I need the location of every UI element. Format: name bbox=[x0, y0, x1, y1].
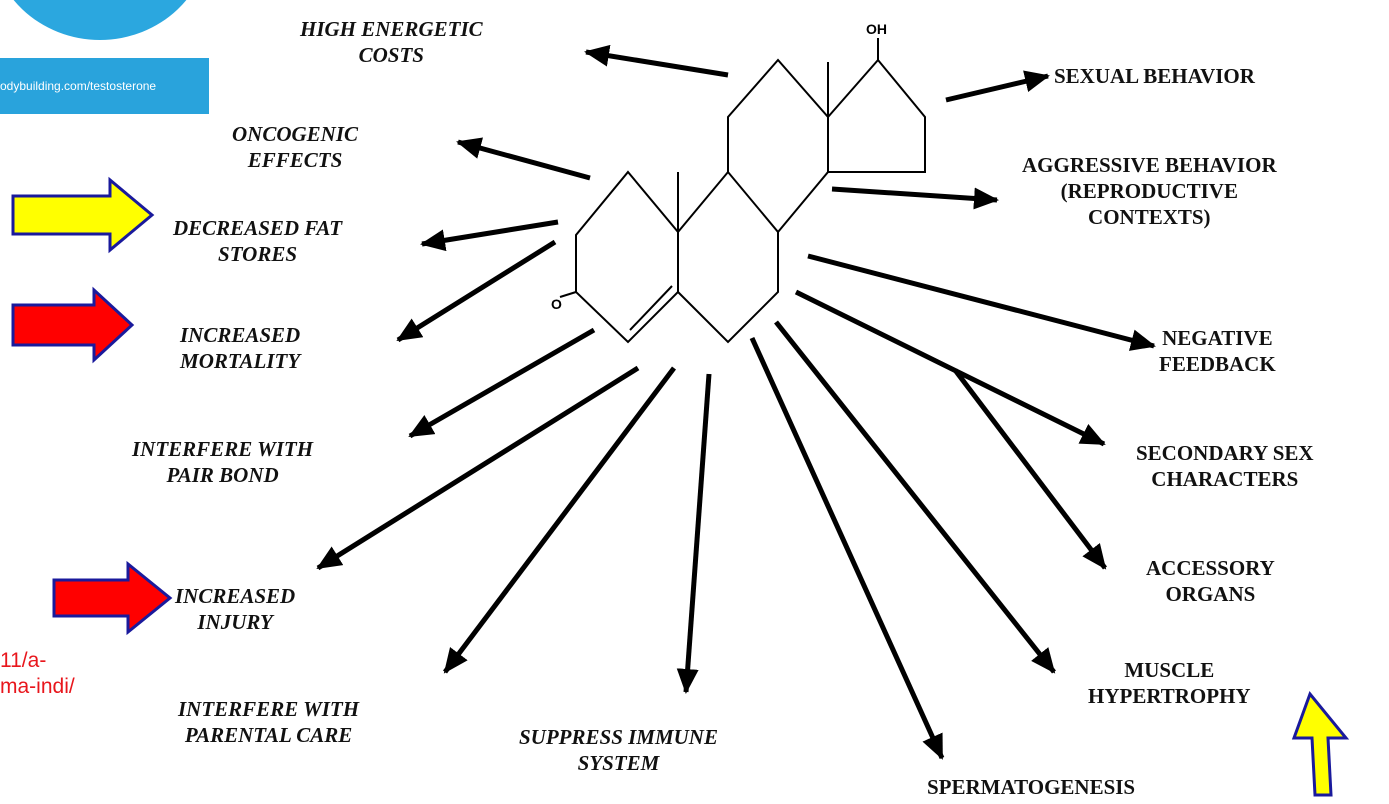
testosterone-molecule bbox=[559, 38, 926, 344]
reference-link[interactable]: 11/a- ma-indi/ bbox=[0, 648, 75, 700]
reference-link-line2: ma-indi/ bbox=[0, 675, 75, 698]
arrow-oncogenic-effects bbox=[456, 137, 591, 181]
arrow-increased-injury bbox=[316, 365, 640, 571]
ketone-label: O bbox=[551, 296, 562, 312]
arrow-sexual-behavior bbox=[945, 70, 1050, 103]
label-high-energetic-costs: HIGH ENERGETIC COSTS bbox=[300, 17, 483, 67]
arrow-decreased-fat-stores bbox=[420, 219, 559, 252]
reference-link-line1: 11/a- bbox=[0, 649, 47, 672]
label-aggressive-behavior: AGGRESSIVE BEHAVIOR (REPRODUCTIVE CONTEX… bbox=[1022, 153, 1277, 229]
label-muscle-hypertrophy: MUSCLE HYPERTROPHY bbox=[1088, 658, 1251, 708]
arrow-high-energetic-costs bbox=[584, 44, 729, 78]
yellow-highlight-arrow-fat bbox=[11, 176, 155, 254]
label-suppress-immune-system: SUPPRESS IMMUNE SYSTEM bbox=[519, 725, 718, 775]
label-accessory-organs: ACCESSORY ORGANS bbox=[1146, 556, 1275, 606]
arrow-interfere-parental-care bbox=[443, 366, 676, 674]
arrow-suppress-immune-system bbox=[676, 373, 712, 694]
label-secondary-sex-characters: SECONDARY SEX CHARACTERS bbox=[1136, 441, 1314, 491]
label-interfere-parental-care: INTERFERE WITH PARENTAL CARE bbox=[178, 697, 360, 747]
label-increased-injury: INCREASED INJURY bbox=[175, 584, 296, 634]
label-sexual-behavior: SEXUAL BEHAVIOR bbox=[1054, 64, 1255, 88]
arrow-spermatogenesis bbox=[749, 336, 945, 760]
red-highlight-arrow-mortality bbox=[11, 286, 135, 364]
arrow-aggressive-behavior bbox=[831, 186, 999, 210]
label-spermatogenesis: SPERMATOGENESIS bbox=[927, 775, 1136, 799]
label-decreased-fat-stores: DECREASED FAT STORES bbox=[173, 216, 343, 266]
arrow-increased-mortality bbox=[396, 239, 557, 343]
source-url-banner[interactable]: odybuilding.com/testosterone bbox=[0, 58, 209, 114]
red-highlight-arrow-injury bbox=[52, 560, 173, 636]
label-oncogenic-effects: ONCOGENIC EFFECTS bbox=[232, 122, 359, 172]
arrow-secondary-sex-characters bbox=[794, 289, 1106, 447]
label-interfere-pair-bond: INTERFERE WITH PAIR BOND bbox=[132, 437, 314, 487]
arrow-accessory-organs bbox=[953, 368, 1107, 570]
arrow-interfere-pair-bond bbox=[408, 327, 596, 439]
arrow-negative-feedback bbox=[807, 253, 1156, 351]
yellow-highlight-arrow-muscle bbox=[1291, 691, 1350, 797]
arrow-muscle-hypertrophy bbox=[774, 320, 1056, 674]
hydroxyl-label: OH bbox=[866, 21, 887, 37]
label-increased-mortality: INCREASED MORTALITY bbox=[180, 323, 301, 373]
highlight-arrows bbox=[11, 176, 1350, 797]
effect-arrows bbox=[316, 44, 1156, 760]
label-negative-feedback: NEGATIVE FEEDBACK bbox=[1159, 326, 1276, 376]
